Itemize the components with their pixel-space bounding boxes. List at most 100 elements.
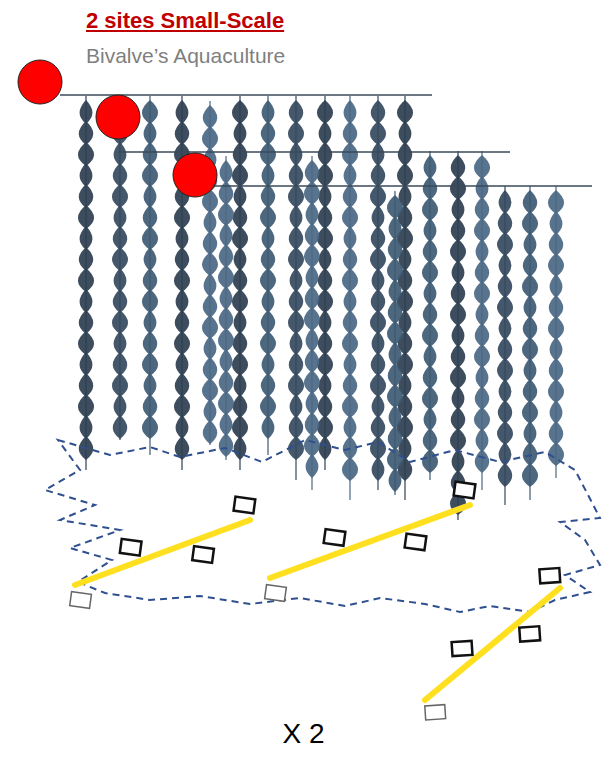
mussel-cluster <box>523 316 537 340</box>
mussel-cluster <box>318 268 332 292</box>
mussel-cluster <box>261 121 275 145</box>
mussel-cluster <box>424 155 437 179</box>
mussel-cluster <box>114 205 127 229</box>
mussel-cluster <box>143 268 157 292</box>
mussel-cluster <box>78 268 94 292</box>
mussel-cluster <box>262 100 275 124</box>
anchor-block <box>454 482 476 499</box>
site-outline <box>45 440 600 612</box>
mussel-cluster <box>524 421 537 445</box>
mussel-cluster <box>550 211 563 235</box>
mussel-cluster <box>317 352 333 376</box>
mussel-cluster <box>306 391 319 415</box>
mussel-cluster <box>476 365 489 389</box>
mussel-cluster <box>497 232 513 256</box>
mussel-cluster <box>144 121 157 145</box>
mussel-cluster <box>203 294 217 318</box>
mussel-cluster <box>370 121 386 145</box>
mussel-cluster <box>548 379 564 403</box>
mussel-cluster <box>387 447 403 471</box>
anchor-block <box>120 539 142 556</box>
mussel-cluster <box>234 373 247 397</box>
mussel-cluster <box>344 289 357 313</box>
mussel-cluster <box>499 379 512 403</box>
mussel-cluster <box>289 226 303 250</box>
multiplier-label: X 2 <box>0 718 607 750</box>
mussel-cluster <box>388 300 402 324</box>
mussel-cluster <box>452 197 465 221</box>
mussel-cluster <box>388 363 402 387</box>
mussel-cluster <box>476 302 489 326</box>
mussel-cluster <box>80 415 93 439</box>
mussel-cluster <box>304 307 320 331</box>
anchor-block <box>70 592 92 609</box>
mussel-cluster <box>203 357 217 381</box>
longline <box>195 185 592 187</box>
mussel-cluster <box>218 202 234 226</box>
mussel-ropes <box>78 96 564 520</box>
mussel-cluster <box>113 163 127 187</box>
mussel-cluster <box>319 184 332 208</box>
mussel-cluster <box>113 352 127 376</box>
mussel-cluster <box>475 323 489 347</box>
mussel-cluster <box>112 184 128 208</box>
mussel-cluster <box>452 386 465 410</box>
mussel-cluster <box>372 268 385 292</box>
mussel-cluster <box>220 412 233 436</box>
mussel-cluster <box>422 197 438 221</box>
mussel-cluster <box>142 100 158 124</box>
mussel-cluster <box>233 205 247 229</box>
mussel-cluster <box>289 289 303 313</box>
mussel-cluster <box>389 405 402 429</box>
mussel-cluster <box>202 378 218 402</box>
mussel-cluster <box>423 428 437 452</box>
mussel-cluster <box>370 373 386 397</box>
mussel-cluster <box>371 226 385 250</box>
mussel-cluster <box>318 142 332 166</box>
mussel-cluster <box>387 384 403 408</box>
mussel-cluster <box>202 315 218 339</box>
mussel-cluster <box>387 195 403 219</box>
mussel-cluster <box>342 331 358 355</box>
mussel-cluster <box>451 155 465 179</box>
mussel-cluster <box>370 184 386 208</box>
mussel-cluster <box>288 184 304 208</box>
mussel-cluster <box>219 244 233 268</box>
mussel-cluster <box>548 316 564 340</box>
mussel-cluster <box>143 205 157 229</box>
mussel-cluster <box>262 415 275 439</box>
mussel-cluster <box>232 415 248 439</box>
mussel-cluster <box>319 247 332 271</box>
mussel-cluster <box>290 394 303 418</box>
mussel-cluster <box>112 373 128 397</box>
mussel-cluster <box>262 226 275 250</box>
mussel-cluster <box>306 265 319 289</box>
mussel-cluster <box>79 121 93 145</box>
mussel-cluster <box>389 216 402 240</box>
mussel-cluster <box>80 352 93 376</box>
mussel-cluster <box>389 342 402 366</box>
mussel-cluster <box>218 328 234 352</box>
mussel-cluster <box>234 184 247 208</box>
mussel-cluster <box>232 289 248 313</box>
mussel-cluster <box>304 244 320 268</box>
mussel-cluster <box>204 210 217 234</box>
mussel-cluster <box>175 373 189 397</box>
mussel-cluster <box>476 428 489 452</box>
mussel-cluster <box>422 449 438 473</box>
mussel-cluster <box>113 415 127 439</box>
mussel-cluster <box>475 260 489 284</box>
mussel-cluster <box>387 258 403 282</box>
mussel-cluster <box>203 231 217 255</box>
mussel-cluster <box>114 394 127 418</box>
mussel-cluster <box>233 268 247 292</box>
mussel-cluster <box>476 176 489 200</box>
mussel-cluster <box>397 163 413 187</box>
mussel-cluster <box>176 289 189 313</box>
mussel-cluster <box>142 415 158 439</box>
mussel-cluster <box>388 426 402 450</box>
mussel-cluster <box>522 274 538 298</box>
anchor-block <box>452 641 473 656</box>
mussel-cluster <box>79 184 93 208</box>
mussel-cluster <box>78 394 94 418</box>
